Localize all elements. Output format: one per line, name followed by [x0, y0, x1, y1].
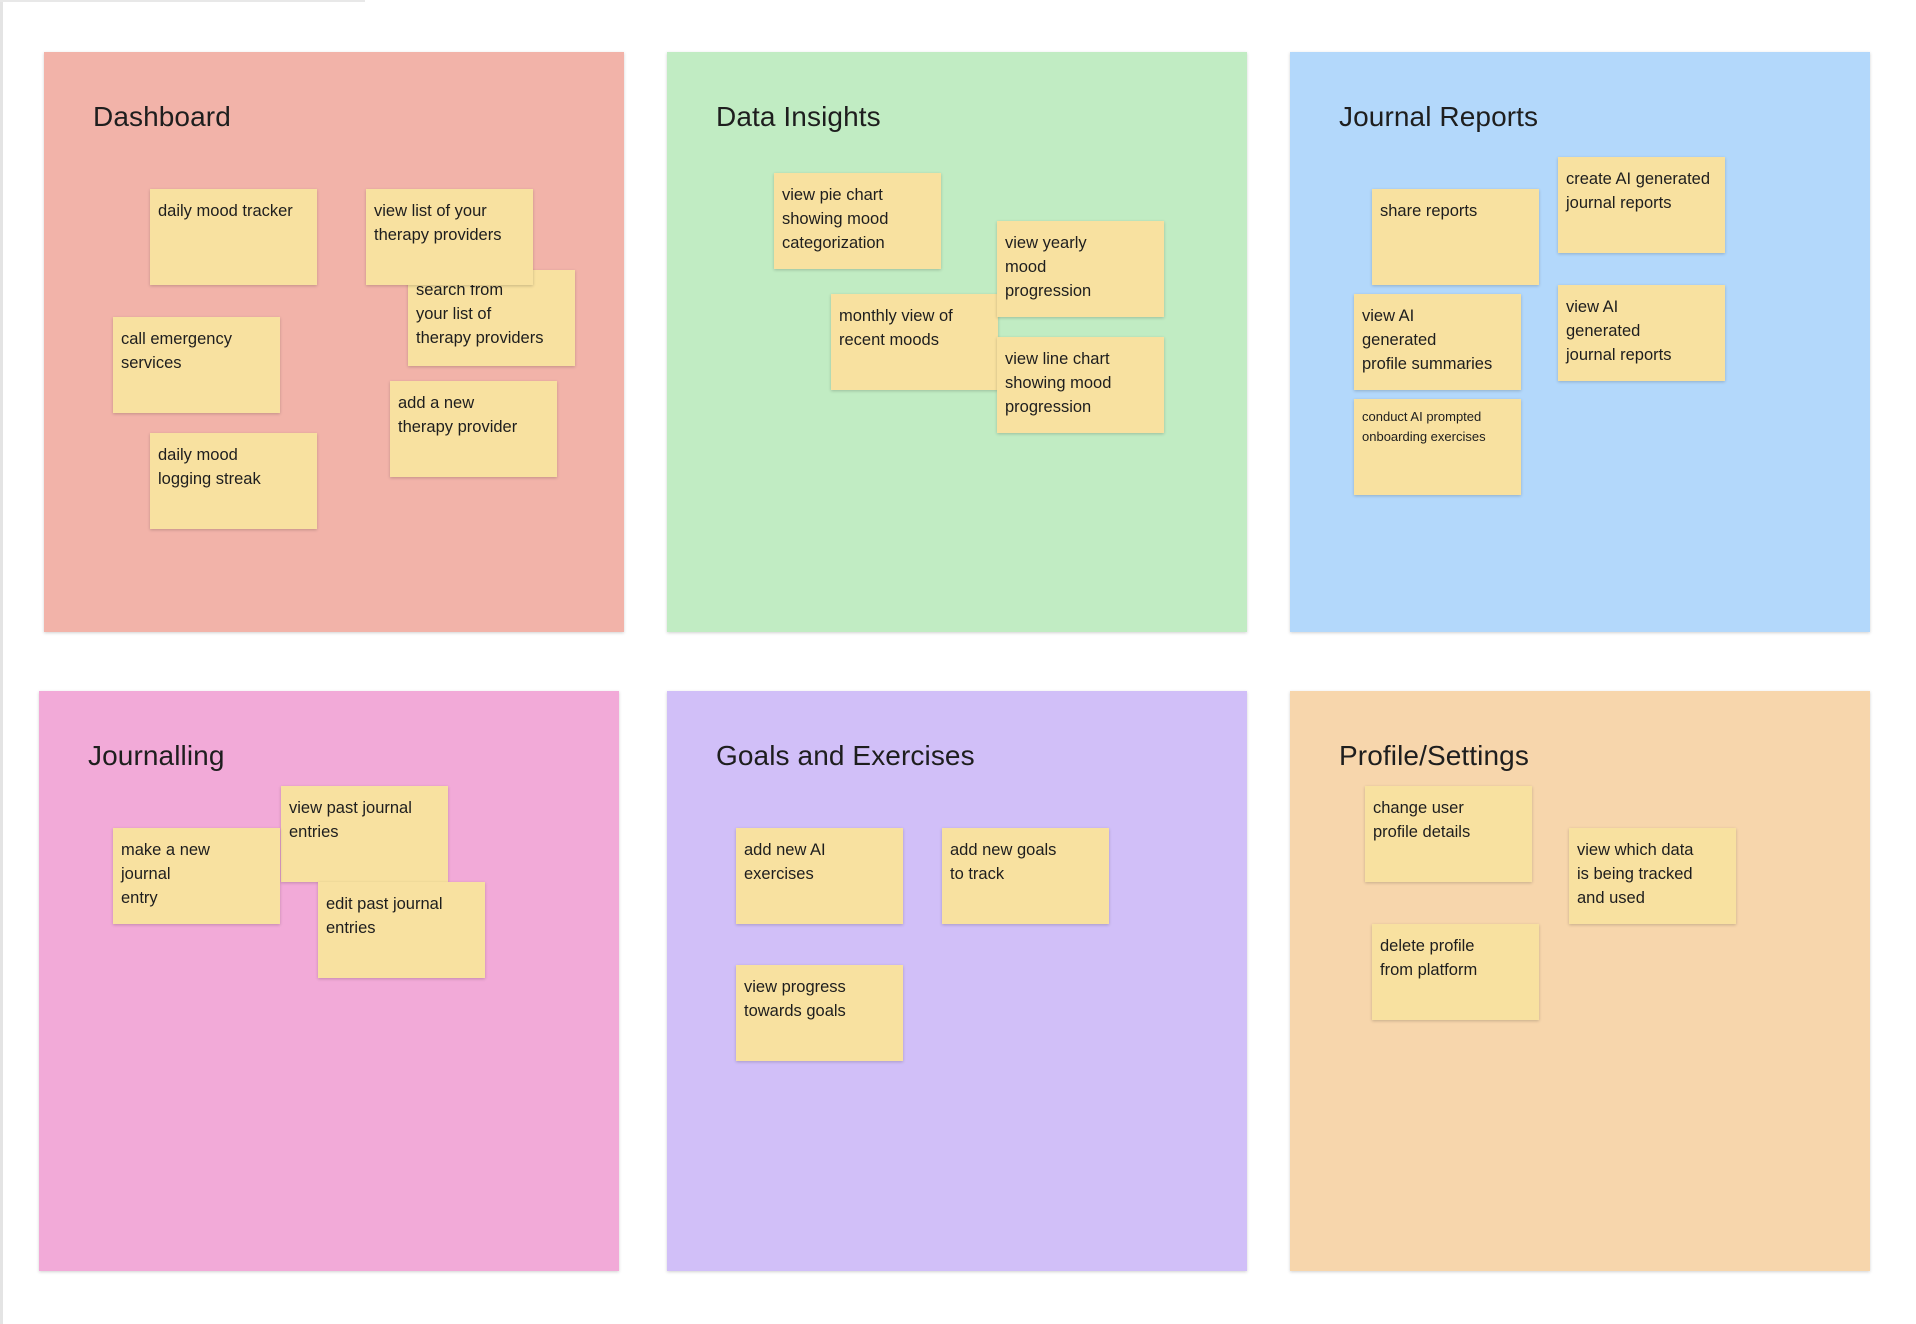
- section-title: Journalling: [88, 740, 225, 771]
- section-journalling[interactable]: Journalling view past journal entries ma…: [39, 691, 619, 1271]
- sticky-note[interactable]: view AI generated journal reports: [1558, 285, 1725, 381]
- sticky-note[interactable]: call emergency services: [113, 317, 280, 413]
- sticky-note[interactable]: search from your list of therapy provide…: [408, 270, 575, 366]
- sticky-note[interactable]: view line chart showing mood progression: [997, 337, 1164, 433]
- sticky-note[interactable]: view which data is being tracked and use…: [1569, 828, 1736, 924]
- section-dashboard[interactable]: Dashboard daily mood tracker search from…: [44, 52, 624, 632]
- sticky-note[interactable]: delete profile from platform: [1372, 924, 1539, 1020]
- sticky-note[interactable]: edit past journal entries: [318, 882, 485, 978]
- sticky-note[interactable]: view past journal entries: [281, 786, 448, 882]
- sticky-note[interactable]: view progress towards goals: [736, 965, 903, 1061]
- section-profile-settings[interactable]: Profile/Settings change user profile det…: [1290, 691, 1870, 1271]
- sticky-note[interactable]: add new AI exercises: [736, 828, 903, 924]
- sticky-note[interactable]: daily mood logging streak: [150, 433, 317, 529]
- sticky-note[interactable]: add a new therapy provider: [390, 381, 557, 477]
- canvas-left-edge: [0, 0, 3, 1324]
- sticky-note[interactable]: add new goals to track: [942, 828, 1109, 924]
- section-journal-reports[interactable]: Journal Reports share reports create AI …: [1290, 52, 1870, 632]
- section-title: Dashboard: [93, 101, 231, 132]
- section-title: Goals and Exercises: [716, 740, 975, 771]
- canvas-top-edge: [0, 0, 365, 2]
- section-title: Data Insights: [716, 101, 881, 132]
- sticky-note[interactable]: view pie chart showing mood categorizati…: [774, 173, 941, 269]
- sticky-note[interactable]: create AI generated journal reports: [1558, 157, 1725, 253]
- sticky-note[interactable]: daily mood tracker: [150, 189, 317, 285]
- sticky-note[interactable]: view AI generated profile summaries: [1354, 294, 1521, 390]
- sticky-note[interactable]: share reports: [1372, 189, 1539, 285]
- sticky-note[interactable]: view list of your therapy providers: [366, 189, 533, 285]
- sticky-note[interactable]: conduct AI prompted onboarding exercises: [1354, 399, 1521, 495]
- sticky-note[interactable]: change user profile details: [1365, 786, 1532, 882]
- section-title: Profile/Settings: [1339, 740, 1529, 771]
- sticky-note[interactable]: make a new journal entry: [113, 828, 280, 924]
- section-data-insights[interactable]: Data Insights view pie chart showing moo…: [667, 52, 1247, 632]
- section-goals-and-exercises[interactable]: Goals and Exercises add new AI exercises…: [667, 691, 1247, 1271]
- section-title: Journal Reports: [1339, 101, 1539, 132]
- sticky-note[interactable]: monthly view of recent moods: [831, 294, 998, 390]
- sticky-note[interactable]: view yearly mood progression: [997, 221, 1164, 317]
